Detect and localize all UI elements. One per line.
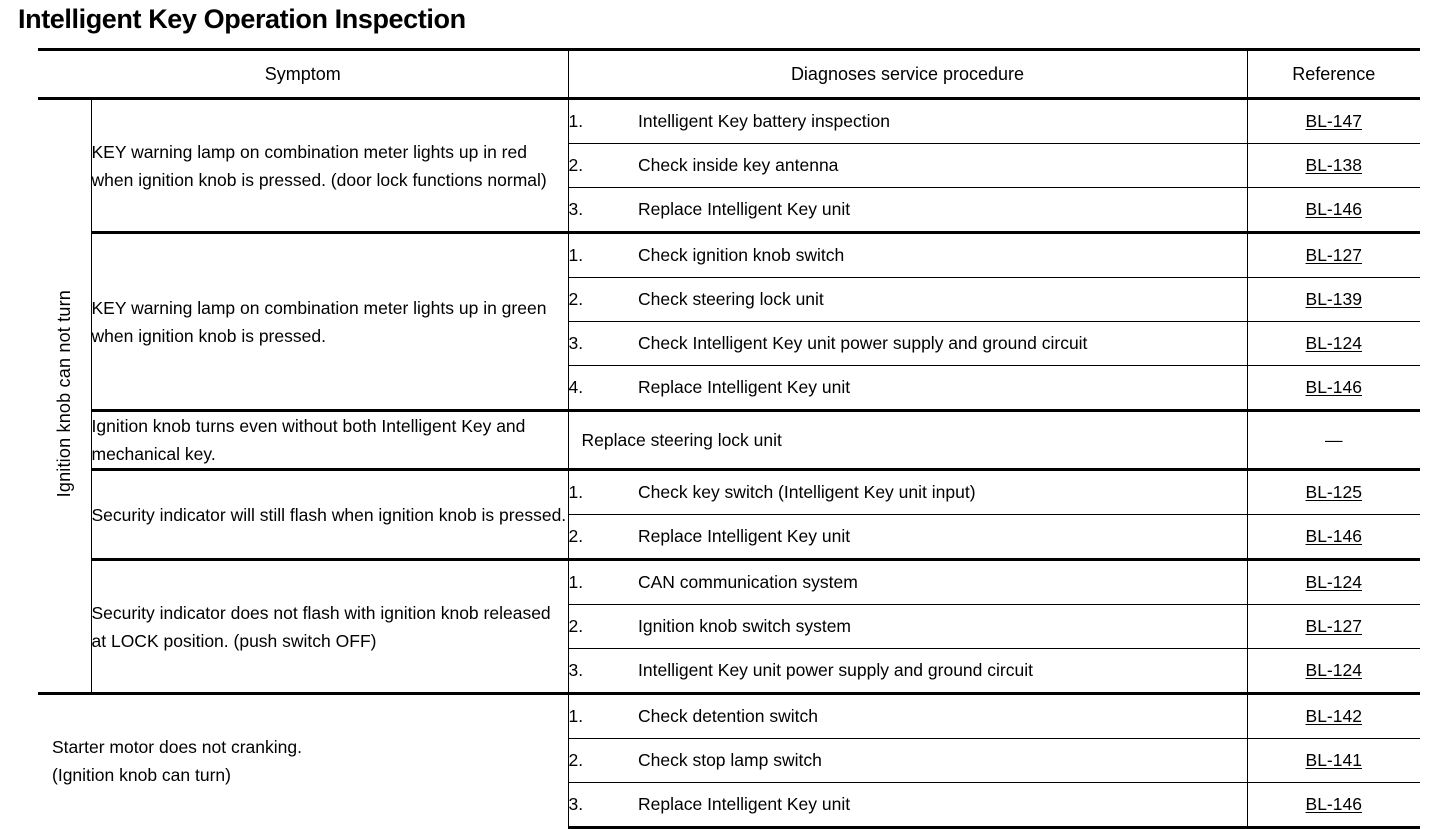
table-row: 2.Check stop lamp switch BL-141 bbox=[38, 738, 1420, 783]
reference-link[interactable]: BL-142 bbox=[1305, 706, 1362, 726]
table-row: Security indicator does not flash with i… bbox=[38, 558, 1420, 694]
symptom-cell: Security indicator will still flash when… bbox=[91, 468, 569, 560]
procedure-number: 2. bbox=[567, 143, 638, 188]
table-row: Ignition knob turns even without both In… bbox=[38, 409, 1420, 470]
procedure-text: Check key switch (Intelligent Key unit i… bbox=[638, 468, 1247, 515]
table-row: Security indicator will still flash when… bbox=[38, 468, 1420, 560]
procedure-number: 2. bbox=[567, 604, 638, 649]
symptom-cell: Security indicator does not flash with i… bbox=[91, 558, 569, 694]
table-row: 2.Check steering lock unit BL-139 bbox=[38, 277, 1420, 322]
procedure-number: 3. bbox=[567, 782, 638, 829]
reference-cell: BL-142 bbox=[1246, 692, 1420, 739]
reference-cell: BL-147 bbox=[1246, 97, 1420, 144]
reference-link[interactable]: BL-146 bbox=[1305, 199, 1362, 219]
procedure-text: Check detention switch bbox=[638, 692, 1247, 739]
procedure-number: 2. bbox=[567, 738, 638, 783]
procedure-text: Replace steering lock unit bbox=[567, 409, 1247, 470]
symptom-text: Security indicator does not flash with i… bbox=[91, 602, 551, 651]
procedure-number: 1. bbox=[567, 558, 638, 605]
column-header-reference: Reference bbox=[1246, 48, 1420, 100]
reference-cell: BL-141 bbox=[1246, 738, 1420, 783]
table-row: 2.Ignition knob switch system BL-127 bbox=[38, 604, 1420, 649]
procedure-text: Check stop lamp switch bbox=[638, 738, 1247, 783]
procedure-number: 3. bbox=[567, 187, 638, 233]
reference-cell: BL-125 bbox=[1246, 468, 1420, 515]
column-header-symptom: Symptom bbox=[38, 48, 568, 100]
reference-link[interactable]: BL-125 bbox=[1305, 482, 1362, 502]
procedure-text: Intelligent Key unit power supply and gr… bbox=[638, 648, 1247, 694]
reference-cell: BL-138 bbox=[1246, 143, 1420, 188]
procedure-text: Check ignition knob switch bbox=[638, 231, 1247, 278]
procedure-number: 3. bbox=[567, 648, 638, 694]
reference-link[interactable]: BL-127 bbox=[1305, 245, 1362, 265]
reference-cell: BL-146 bbox=[1246, 187, 1420, 233]
reference-cell: BL-146 bbox=[1246, 514, 1420, 560]
procedure-text: Check steering lock unit bbox=[638, 277, 1247, 322]
procedure-text: Check inside key antenna bbox=[638, 143, 1247, 188]
page-title: Intelligent Key Operation Inspection bbox=[18, 4, 466, 34]
table-row: Ignition knob can not turn KEY warning la… bbox=[38, 97, 1420, 694]
group-label-text: Ignition knob can not turn bbox=[53, 289, 74, 498]
reference-cell: BL-146 bbox=[1246, 782, 1420, 829]
reference-empty: — bbox=[1325, 429, 1343, 450]
table-row: 3.Check Intelligent Key unit power suppl… bbox=[38, 321, 1420, 366]
reference-link[interactable]: BL-139 bbox=[1305, 289, 1362, 309]
reference-link[interactable]: BL-147 bbox=[1305, 111, 1362, 131]
reference-link[interactable]: BL-124 bbox=[1305, 572, 1362, 592]
reference-link[interactable]: BL-146 bbox=[1305, 794, 1362, 814]
symptom-text: Security indicator will still flash when… bbox=[91, 504, 567, 525]
symptom-text: KEY warning lamp on combination meter li… bbox=[91, 297, 547, 346]
procedure-number: 1. bbox=[567, 692, 638, 739]
symptom-cell: Starter motor does not cranking. (Igniti… bbox=[38, 692, 569, 828]
reference-cell: BL-127 bbox=[1246, 231, 1420, 278]
reference-cell: BL-124 bbox=[1246, 648, 1420, 694]
symptom-cell: KEY warning lamp on combination meter li… bbox=[91, 97, 569, 233]
symptom-text: Ignition knob turns even without both In… bbox=[91, 416, 526, 464]
procedure-text: Replace Intelligent Key unit bbox=[638, 782, 1247, 829]
reference-link[interactable]: BL-146 bbox=[1305, 377, 1362, 397]
procedure-text: Ignition knob switch system bbox=[638, 604, 1247, 649]
table-row: 4.Replace Intelligent Key unit BL-146 bbox=[38, 365, 1420, 411]
table-row: 3.Intelligent Key unit power supply and … bbox=[38, 648, 1420, 694]
procedure-text: CAN communication system bbox=[638, 558, 1247, 605]
table-row: 3.Replace Intelligent Key unit BL-146 bbox=[38, 187, 1420, 233]
reference-cell: BL-124 bbox=[1246, 321, 1420, 366]
reference-cell: BL-127 bbox=[1246, 604, 1420, 649]
reference-link[interactable]: BL-138 bbox=[1305, 155, 1362, 175]
reference-cell: BL-146 bbox=[1246, 365, 1420, 411]
procedure-number: 2. bbox=[567, 277, 638, 322]
reference-cell: BL-139 bbox=[1246, 277, 1420, 322]
table-row: 2.Check inside key antenna BL-138 bbox=[38, 143, 1420, 188]
procedure-number: 4. bbox=[567, 365, 638, 411]
procedure-text: Replace Intelligent Key unit bbox=[638, 514, 1247, 560]
procedure-number: 1. bbox=[567, 97, 638, 144]
symptom-cell: KEY warning lamp on combination meter li… bbox=[91, 231, 569, 411]
procedure-number: 1. bbox=[567, 231, 638, 278]
table-row: Starter motor does not cranking. (Igniti… bbox=[38, 692, 1420, 828]
procedure-text: Replace Intelligent Key unit bbox=[638, 365, 1247, 411]
symptom-cell: Ignition knob turns even without both In… bbox=[91, 409, 569, 470]
reference-link[interactable]: BL-146 bbox=[1305, 526, 1362, 546]
procedure-number: 1. bbox=[567, 468, 638, 515]
column-header-procedure: Diagnoses service procedure bbox=[567, 48, 1247, 100]
procedure-text: Replace Intelligent Key unit bbox=[638, 187, 1247, 233]
reference-link[interactable]: BL-124 bbox=[1305, 660, 1362, 680]
procedure-number: 3. bbox=[567, 321, 638, 366]
reference-link[interactable]: BL-141 bbox=[1305, 750, 1362, 770]
reference-cell: BL-124 bbox=[1246, 558, 1420, 605]
reference-link[interactable]: BL-127 bbox=[1305, 616, 1362, 636]
table-row: 2.Replace Intelligent Key unit BL-146 bbox=[38, 514, 1420, 560]
table-row: KEY warning lamp on combination meter li… bbox=[38, 231, 1420, 411]
procedure-number: 2. bbox=[567, 514, 638, 560]
group-label-cell: Ignition knob can not turn bbox=[38, 97, 92, 694]
procedure-text: Intelligent Key battery inspection bbox=[638, 97, 1247, 144]
symptom-text: KEY warning lamp on combination meter li… bbox=[91, 141, 547, 190]
reference-cell: — bbox=[1246, 409, 1420, 470]
reference-link[interactable]: BL-124 bbox=[1305, 333, 1362, 353]
procedure-text: Check Intelligent Key unit power supply … bbox=[638, 321, 1247, 366]
symptom-text: Starter motor does not cranking. (Igniti… bbox=[52, 737, 302, 786]
